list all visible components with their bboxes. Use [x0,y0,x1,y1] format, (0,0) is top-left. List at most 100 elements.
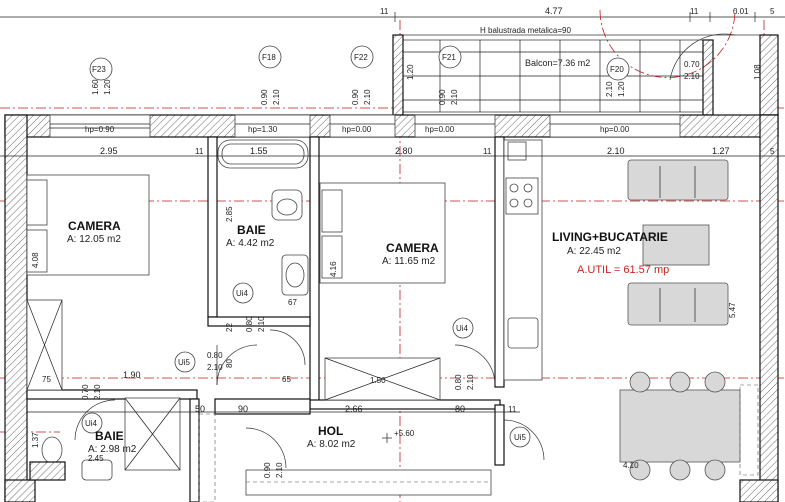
room-area-hol: A: 8.02 m2 [307,439,356,450]
dim-hol-2: 50 [195,404,205,414]
door-tags: Ui4 Ui4 Ui5 Ui4 Ui5 [81,282,531,448]
door-size-4h: 2.10 [275,462,284,478]
size-balc: 1.08 [753,64,762,80]
dim-row1-1: 2.95 [100,146,118,156]
bath2-fixtures [29,397,181,481]
room-name-hol: HOL [318,424,343,438]
dim-hol-4: 2.66 [345,404,363,414]
level-value: +5.60 [394,429,415,438]
hall-wardrobe [198,413,492,502]
window-tag-f22: F22 [354,53,368,62]
size-f22-w: 0.90 [351,89,360,105]
dim-row1-7: 1.27 [712,146,730,156]
room-labels: CAMERA A: 12.05 m2 BAIE A: 4.42 m2 CAMER… [67,219,669,455]
room-name-living: LIVING+BUCATARIE [552,230,668,244]
dim-v-7: 22 [225,323,234,332]
dimension-row-hol: 1.90 50 90 2.66 80 11 [27,370,520,414]
window-tag-f18: F18 [262,53,276,62]
window-tag-f20: F20 [610,65,624,74]
size-f21-w: 0.90 [438,89,447,105]
size-f22-h: 2.10 [363,89,372,105]
dim-top-3: 11 [690,7,699,16]
door-tag-5: Ui5 [178,358,191,367]
dim-row1-5: 11 [483,147,492,156]
dim-v-4: 5.47 [728,302,737,318]
door-tag-2: Ui4 [456,324,469,333]
dim-v-10: 65 [282,375,291,384]
door-size-4w: 0.90 [263,462,272,478]
size-balc-left: 1.20 [406,64,415,80]
room-area-camera-1: A: 12.05 m2 [67,234,121,245]
sill-labels: hp=0.90 hp=1.30 hp=0.00 hp=0.00 hp=0.00 [85,125,630,134]
room-name-baie-1: BAIE [237,223,266,237]
dim-row1-6: 2.10 [607,146,625,156]
balcony: H balustrada metalica=90 Balcon=7.36 m2 [392,9,779,116]
window-tag-f21: F21 [442,53,456,62]
balustrade-label: H balustrada metalica=90 [480,26,571,35]
room-name-camera-2: CAMERA [386,241,439,255]
sill-label-1: hp=0.90 [85,125,115,134]
size-f23-w: 1.60 [91,79,100,95]
door-size-3h: 2.10 [93,384,102,400]
size-f18-h: 2.10 [272,89,281,105]
dim-row1-3: 1.55 [250,146,268,156]
door-tag-1: Ui4 [236,289,249,298]
util-area-total: A.UTIL = 61.57 mp [577,264,669,276]
dim-v-5: 1.37 [31,432,40,448]
door-size-5h: 2.10 [257,316,266,332]
room-area-living: A: 22.45 m2 [567,246,621,257]
room-name-camera-1: CAMERA [68,219,121,233]
room-area-camera-2: A: 11.65 m2 [382,256,436,267]
dim-v-9: 67 [288,298,297,307]
dim-row1-4: 2.80 [395,146,413,156]
dim-v-11: 1.50 [370,376,386,385]
room-name-baie-2: BAIE [95,429,124,443]
dim-top-4: 0.01 [733,7,749,16]
dim-hol-6: 11 [508,405,517,414]
opening-size-labels: 0.70 2.10 1.08 1.60 1.20 0.90 2.10 0.90 … [91,60,762,105]
size-f18-w: 0.90 [260,89,269,105]
dim-hol-1: 1.90 [123,370,141,380]
bedroom1-furniture [26,174,150,391]
sill-label-5: hp=0.00 [600,125,630,134]
level-mark: +5.60 [382,429,415,443]
window-tag-f23: F23 [92,65,106,74]
vertical-dimensions: 4.08 2.85 4.16 5.47 1.37 75 22 80 67 65 … [31,206,737,470]
door-size-1h: 2.10 [207,363,223,372]
top-dimension-line: 4.77 11 11 0.01 5 [0,6,785,22]
dim-top-5: 5 [770,7,775,16]
size-f20-w: 0.70 [684,60,700,69]
room-area-baie-1: A: 4.42 m2 [226,238,275,249]
bath1-fixtures [217,139,309,296]
sill-label-3: hp=0.00 [342,125,372,134]
dim-v-6: 75 [42,375,51,384]
window-tags: F23 F18 F22 F21 F20 [89,45,630,81]
living-furniture [619,159,759,481]
dim-v-12: 2.45 [88,454,104,463]
balcony-label: Balcon=7.36 m2 [525,58,590,68]
size-f20-h: 2.10 [684,72,700,81]
room-area-baie-2: A: 2.98 m2 [88,444,137,455]
kitchen [503,139,543,381]
size-f20-v1: 2.10 [605,81,614,97]
dim-row1-8: 5 [770,147,775,156]
size-f20-v2: 1.20 [617,81,626,97]
dimension-row-1: 2.95 11 1.55 2.80 11 2.10 1.27 5 [0,146,785,157]
sill-label-4: hp=0.00 [425,125,455,134]
size-f23-h: 1.20 [103,79,112,95]
door-size-1w: 0.80 [207,351,223,360]
door-size-5w: 0.80 [245,316,254,332]
door-size-2w: 0.80 [454,374,463,390]
dim-row1-2: 11 [195,147,204,156]
dim-v-3: 4.16 [329,261,338,277]
windows [49,114,681,138]
size-f21-h: 2.10 [450,89,459,105]
dim-v-8: 80 [225,359,234,368]
sill-label-2: hp=1.30 [248,125,278,134]
dim-v-13: 4.10 [623,461,639,470]
door-tag-3: Ui5 [514,433,527,442]
dim-hol-5: 80 [455,404,465,414]
bedroom2-furniture [319,182,446,401]
dim-hol-3: 90 [238,404,248,414]
